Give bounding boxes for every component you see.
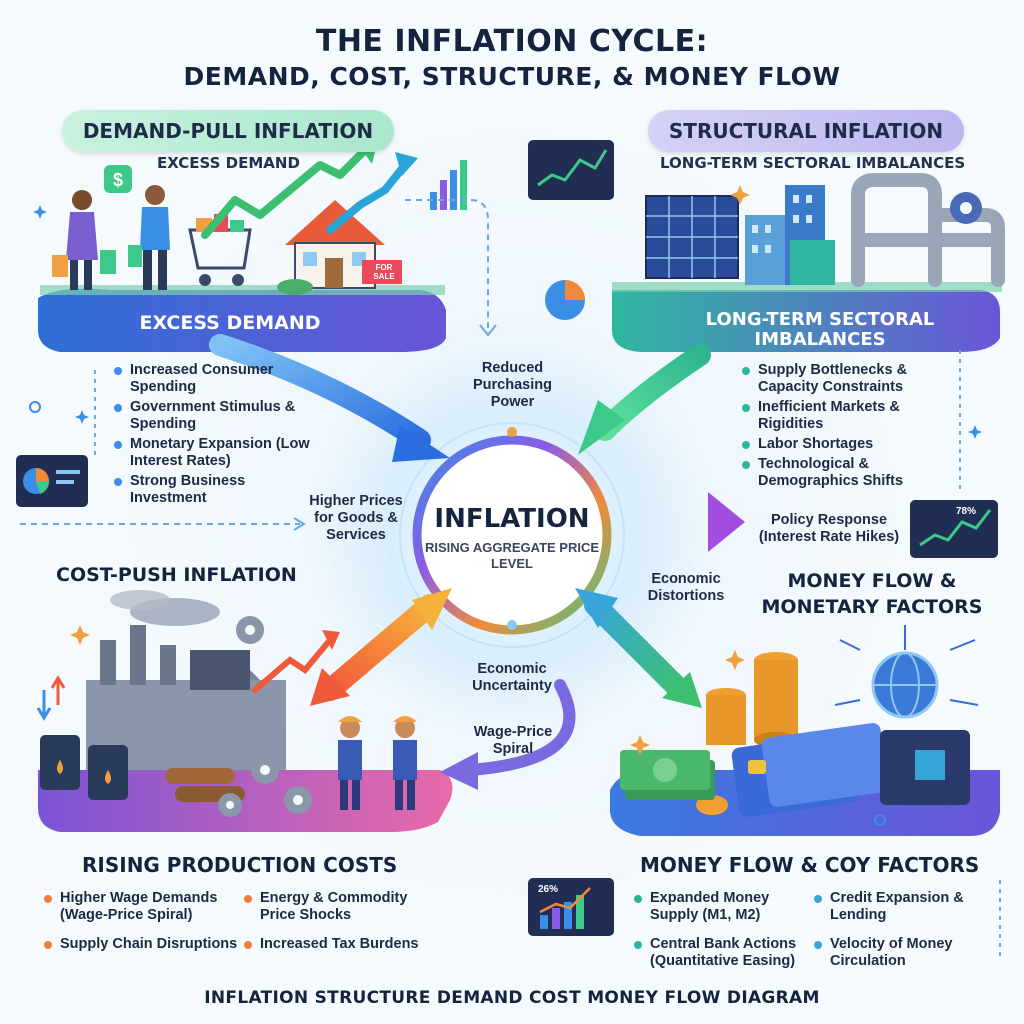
structural-pill: STRUCTURAL INFLATION xyxy=(648,110,964,152)
structural-band-label: LONG-TERM SECTORAL IMBALANCES xyxy=(705,309,935,350)
reduced-purchasing-power-label: Reduced Purchasing Power xyxy=(473,360,552,410)
list-item: Labor Shortages xyxy=(740,436,950,453)
list-item: Velocity of Money Circulation xyxy=(812,936,992,970)
demand-pull-subtitle: EXCESS DEMAND xyxy=(157,154,300,172)
bar-chart-icon xyxy=(528,140,614,200)
inflation-title: INFLATION xyxy=(434,504,590,534)
list-item: Supply Chain Disruptions xyxy=(42,936,252,953)
pie-chart-icon xyxy=(16,455,88,507)
list-item: Central Bank Actions (Quantitative Easin… xyxy=(632,936,812,970)
higher-prices-label: Higher Prices for Goods & Services xyxy=(309,493,403,543)
globe-chip-icon xyxy=(834,625,979,805)
list-item: Higher Wage Demands (Wage-Price Spiral) xyxy=(42,890,252,924)
sparkle-icon xyxy=(70,185,750,755)
demand-pull-list: Increased Consumer Spending Government S… xyxy=(112,362,312,510)
workers-illustration xyxy=(338,716,417,810)
footer-caption: INFLATION STRUCTURE DEMAND COST MONEY FL… xyxy=(204,988,820,1008)
cash-stack-illustration xyxy=(620,750,715,800)
bullet-dot xyxy=(244,941,252,949)
shoppers-illustration xyxy=(52,185,252,290)
bullet-dot xyxy=(634,941,642,949)
list-item: Inefficient Markets & Rigidities xyxy=(740,399,950,433)
bar-chart-icon xyxy=(910,500,998,558)
bar-chart-icon xyxy=(430,160,467,210)
list-item: Technological & Demographics Shifts xyxy=(740,456,950,490)
policy-response-label: Policy Response (Interest Rate Hikes) xyxy=(758,512,900,545)
page-title-line1: THE INFLATION CYCLE: xyxy=(315,24,709,59)
inflation-subtitle: RISING AGGREGATE PRICE LEVEL xyxy=(424,540,600,571)
bullet-dot xyxy=(244,895,252,903)
list-item: Strong Business Investment xyxy=(112,473,312,507)
money-flow-section-title: MONEY FLOW & COY FACTORS xyxy=(640,853,980,877)
bullet-dot xyxy=(634,895,642,903)
list-item: Expanded Money Supply (M1, M2) xyxy=(632,890,812,924)
dollar-icon: $ xyxy=(104,165,132,193)
money-flow-list-left: Expanded Money Supply (M1, M2) Central B… xyxy=(632,890,812,973)
structural-list: Supply Bottlenecks & Capacity Constraint… xyxy=(740,362,950,493)
bullet-dot xyxy=(44,941,52,949)
list-item: Increased Consumer Spending xyxy=(112,362,312,396)
page-title-line2: DEMAND, COST, STRUCTURE, & MONEY FLOW xyxy=(183,62,841,91)
list-item: Monetary Expansion (Low Interest Rates) xyxy=(112,436,312,470)
city-buildings-illustration xyxy=(745,185,835,285)
policy-chart-percent: 78% xyxy=(956,506,977,517)
pipes-illustration xyxy=(851,173,1005,287)
pie-chart-icon xyxy=(545,280,585,320)
bullet-dot xyxy=(114,367,122,375)
economic-uncertainty-label: Economic Uncertainty xyxy=(472,661,552,694)
coin-icon xyxy=(696,652,798,815)
gear-icon xyxy=(950,192,982,224)
gear-icon xyxy=(218,616,312,817)
bullet-dot xyxy=(742,461,750,469)
economic-distortions-label: Economic Distortions xyxy=(647,571,725,604)
bullet-dot xyxy=(742,367,750,375)
svg-text:$: $ xyxy=(113,170,123,190)
credit-card-icon xyxy=(731,723,889,817)
bullet-dot xyxy=(814,941,822,949)
list-item: Supply Bottlenecks & Capacity Constraint… xyxy=(740,362,950,396)
oil-barrel-icon xyxy=(40,735,128,800)
factory-illustration xyxy=(86,590,286,770)
list-item: Increased Tax Burdens xyxy=(242,936,442,953)
bullet-dot xyxy=(114,478,122,486)
bar-chart-icon xyxy=(528,878,614,936)
rising-production-costs-title: RISING PRODUCTION COSTS xyxy=(82,853,398,877)
for-sale-sign: FOR SALE xyxy=(373,263,395,281)
bullet-dot xyxy=(742,404,750,412)
bullet-dot xyxy=(114,404,122,412)
bullet-dot xyxy=(742,441,750,449)
cost-push-list-left: Higher Wage Demands (Wage-Price Spiral) … xyxy=(42,890,252,956)
list-item: Government Stimulus & Spending xyxy=(112,399,312,433)
demand-pull-pill: DEMAND-PULL INFLATION xyxy=(62,110,394,152)
bullet-dot xyxy=(114,441,122,449)
wage-price-spiral-label: Wage-Price Spiral xyxy=(473,724,553,757)
bottom-chart-percent: 26% xyxy=(538,884,559,895)
list-item: Credit Expansion & Lending xyxy=(812,890,992,924)
cost-push-heading: COST-PUSH INFLATION xyxy=(56,564,297,586)
bullet-dot xyxy=(814,895,822,903)
money-flow-list-right: Credit Expansion & Lending Velocity of M… xyxy=(812,890,992,973)
cost-push-list-right: Energy & Commodity Price Shocks Increase… xyxy=(242,890,442,956)
bullet-dot xyxy=(44,895,52,903)
list-item: Energy & Commodity Price Shocks xyxy=(242,890,442,924)
solar-panel-illustration xyxy=(645,195,739,279)
money-flow-heading: MONEY FLOW & MONETARY FACTORS xyxy=(761,570,983,618)
demand-band-label: EXCESS DEMAND xyxy=(139,312,321,334)
structural-subtitle: LONG-TERM SECTORAL IMBALANCES xyxy=(660,154,966,172)
